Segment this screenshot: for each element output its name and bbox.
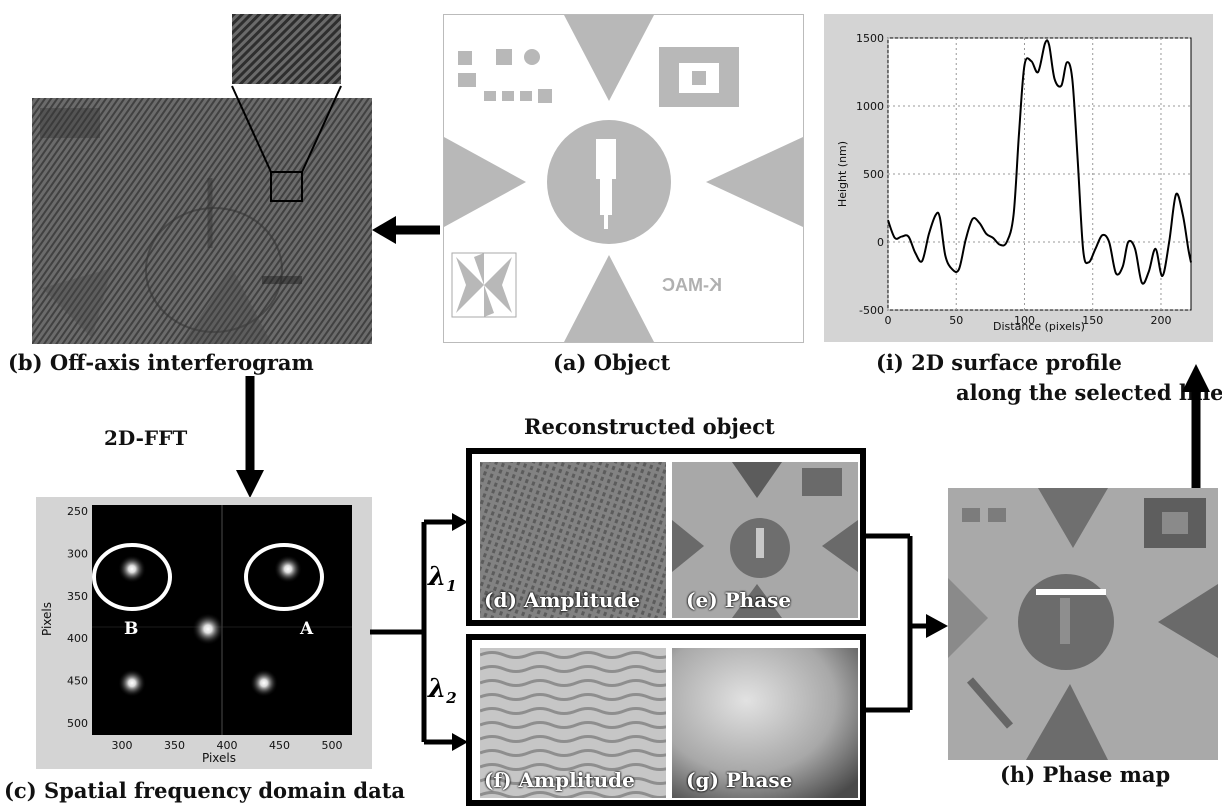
amplitude-panel-d: (d) Amplitude bbox=[480, 462, 666, 618]
lambda-symbol: λ bbox=[428, 562, 447, 592]
y-tick-label: 1500 bbox=[856, 32, 884, 45]
fft-y-tick-label: 500 bbox=[67, 717, 88, 730]
amplitude-label-f: (f) Amplitude bbox=[484, 768, 635, 792]
chart-ylabel: Height (nm) bbox=[836, 141, 849, 207]
amplitude-panel-f: (f) Amplitude bbox=[480, 648, 666, 798]
fft-label-b: B bbox=[124, 619, 139, 639]
reconstructed-box-lambda2: (f) Amplitude (g) Phase bbox=[466, 634, 866, 806]
fft-y-tick-label: 350 bbox=[67, 590, 88, 603]
phase-label-e: (e) Phase bbox=[686, 588, 792, 612]
fft-x-tick-label: 300 bbox=[112, 739, 133, 752]
phase-map-image bbox=[948, 488, 1218, 760]
lambda-subscript: 2 bbox=[446, 689, 457, 708]
lambda-subscript: 1 bbox=[446, 577, 457, 596]
branch-connector-left bbox=[370, 513, 468, 751]
reconstructed-box-lambda1: (d) Amplitude (e) Phase bbox=[466, 448, 866, 626]
fft-y-tick-label: 250 bbox=[67, 505, 88, 518]
fft-operation-label: 2D-FFT bbox=[104, 426, 188, 450]
profile-series-line bbox=[887, 39, 1192, 285]
fft-label-a: A bbox=[300, 619, 314, 639]
fft-ylabel: Pixels bbox=[40, 601, 55, 637]
profile-caption-line2: along the selected line bbox=[956, 380, 1222, 405]
object-image: K-MAC bbox=[443, 14, 804, 343]
arrow-phase-map-to-profile bbox=[1182, 364, 1210, 488]
x-tick-label: 50 bbox=[949, 314, 963, 327]
fft-x-tick-label: 450 bbox=[269, 739, 290, 752]
object-caption: (a) Object bbox=[553, 350, 671, 375]
phase-map-caption: (h) Phase map bbox=[1000, 762, 1171, 787]
fft-y-tick-label: 450 bbox=[67, 675, 88, 688]
fft-y-tick-label: 300 bbox=[67, 547, 88, 560]
interferogram-caption: (b) Off-axis interferogram bbox=[8, 350, 314, 375]
fft-x-tick-label: 350 bbox=[164, 739, 185, 752]
phase-label-g: (g) Phase bbox=[686, 768, 793, 792]
x-tick-label: 0 bbox=[885, 314, 892, 327]
interferogram-image bbox=[32, 98, 372, 344]
arrow-interferogram-to-fft bbox=[236, 376, 264, 498]
phase-panel-e: (e) Phase bbox=[672, 462, 858, 618]
y-tick-label: 1000 bbox=[856, 100, 884, 113]
lambda-symbol: λ bbox=[428, 674, 447, 704]
fft-x-tick-label: 400 bbox=[217, 739, 238, 752]
branch-connector-right bbox=[866, 533, 948, 713]
phase-panel-g: (g) Phase bbox=[672, 648, 858, 798]
object-logo-text: K-MAC bbox=[662, 275, 722, 295]
y-tick-label: -500 bbox=[859, 304, 884, 317]
y-tick-label: 500 bbox=[863, 168, 884, 181]
arrow-object-to-interferogram bbox=[372, 216, 440, 244]
wavelength-1-label: λ1 bbox=[428, 562, 457, 595]
amplitude-label-d: (d) Amplitude bbox=[484, 588, 641, 612]
y-tick-label: 0 bbox=[877, 236, 884, 249]
interferogram-zoom-inset bbox=[232, 14, 341, 84]
fft-spectrum-plot: 250 300 350 400 450 500 300 350 400 450 500 B A P… bbox=[36, 497, 372, 769]
chart-xlabel: Distance (pixels) bbox=[993, 320, 1085, 333]
fft-xlabel: Pixels bbox=[202, 751, 237, 765]
x-tick-label: 100 bbox=[1014, 314, 1035, 327]
spatial-caption: (c) Spatial frequency domain data bbox=[4, 778, 406, 803]
x-tick-label: 150 bbox=[1082, 314, 1103, 327]
fft-x-tick-label: 500 bbox=[322, 739, 343, 752]
x-tick-label: 200 bbox=[1150, 314, 1171, 327]
wavelength-2-label: λ2 bbox=[428, 674, 457, 707]
reconstructed-caption: Reconstructed object bbox=[524, 414, 775, 439]
profile-caption-line1: (i) 2D surface profile bbox=[876, 350, 1122, 375]
fft-y-tick-label: 400 bbox=[67, 632, 88, 645]
